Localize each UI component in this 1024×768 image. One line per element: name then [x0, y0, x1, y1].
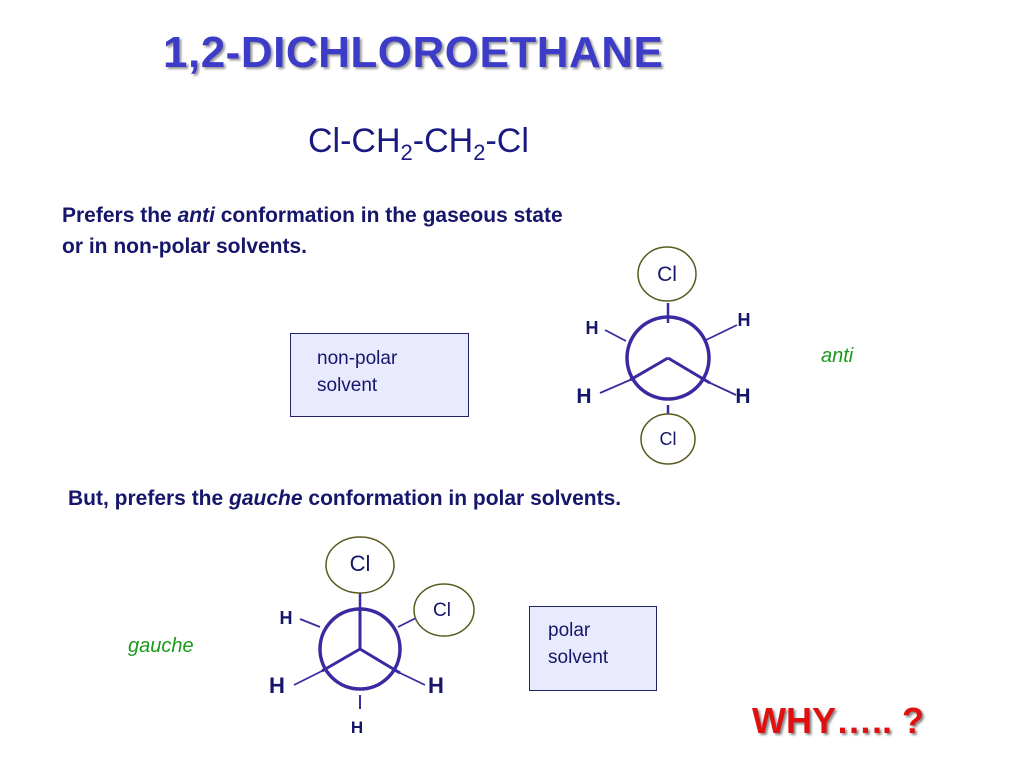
- nonpolar-solvent-box: non-polar solvent: [290, 333, 469, 417]
- anti-label: anti: [821, 345, 854, 367]
- back-bond: [604, 329, 627, 342]
- formula-subscript: 2: [473, 139, 486, 165]
- anti-statement-line2: or in non-polar solvents.: [62, 235, 308, 258]
- atom-label: H: [269, 673, 285, 698]
- box-line: solvent: [548, 647, 609, 668]
- why-question: WHY….. ?: [752, 700, 924, 741]
- statement-text: Prefers the: [62, 204, 178, 227]
- front-bond: [359, 647, 401, 675]
- cl-highlight-oval: [413, 583, 475, 637]
- back-bond: [703, 324, 738, 342]
- gauche-emphasis: gauche: [229, 487, 303, 510]
- atom-label: Cl: [433, 600, 451, 621]
- front-bond: [705, 380, 737, 396]
- box-line: non-polar: [317, 348, 398, 369]
- formula-part: -CH: [412, 122, 474, 160]
- atom-label: H: [351, 718, 363, 737]
- anti-statement-line1: Prefers the anti conformation in the gas…: [62, 204, 563, 228]
- statement-text: conformation in the gaseous state: [214, 204, 563, 227]
- box-line: polar: [548, 620, 591, 641]
- cl-highlight-oval: [637, 246, 697, 302]
- polar-solvent-box: polar solvent: [529, 606, 657, 691]
- atom-label: H: [735, 385, 750, 408]
- formula-subscript: 2: [400, 139, 413, 165]
- atom-label: H: [280, 608, 293, 628]
- atom-label: Cl: [350, 551, 371, 576]
- cl-highlight-oval: [325, 536, 395, 594]
- page-title: 1,2-DICHLOROETHANE: [163, 28, 664, 77]
- box-line: solvent: [317, 375, 378, 396]
- front-bond: [397, 671, 426, 686]
- back-bond: [299, 618, 321, 628]
- front-bond: [667, 356, 711, 385]
- gauche-label: gauche: [128, 635, 194, 657]
- front-bond: [599, 379, 631, 394]
- atom-label: H: [428, 673, 444, 698]
- atom-label: H: [738, 310, 751, 330]
- rear-carbon-circle: [625, 315, 711, 401]
- front-bond: [629, 356, 669, 382]
- cl-highlight-oval: [640, 413, 696, 465]
- formula-part: Cl-CH: [308, 122, 401, 160]
- statement-text: conformation in polar solvents.: [302, 487, 622, 510]
- statement-text: But, prefers the: [68, 487, 230, 510]
- gauche-newman-projection: Cl Cl H H H H: [269, 536, 475, 737]
- front-bond: [321, 647, 361, 673]
- front-bond: [293, 669, 325, 686]
- gauche-statement: But, prefers the gauche conformation in …: [68, 487, 621, 511]
- formula-part: -Cl: [485, 122, 529, 160]
- anti-newman-projection: Cl Cl H H H H: [576, 246, 751, 465]
- anti-emphasis: anti: [177, 204, 215, 227]
- atom-label: H: [576, 385, 591, 408]
- atom-label: Cl: [660, 429, 677, 449]
- atom-label: H: [586, 318, 599, 338]
- atom-label: Cl: [657, 263, 677, 286]
- molecular-formula: Cl-CH2-CH2-Cl: [308, 122, 529, 166]
